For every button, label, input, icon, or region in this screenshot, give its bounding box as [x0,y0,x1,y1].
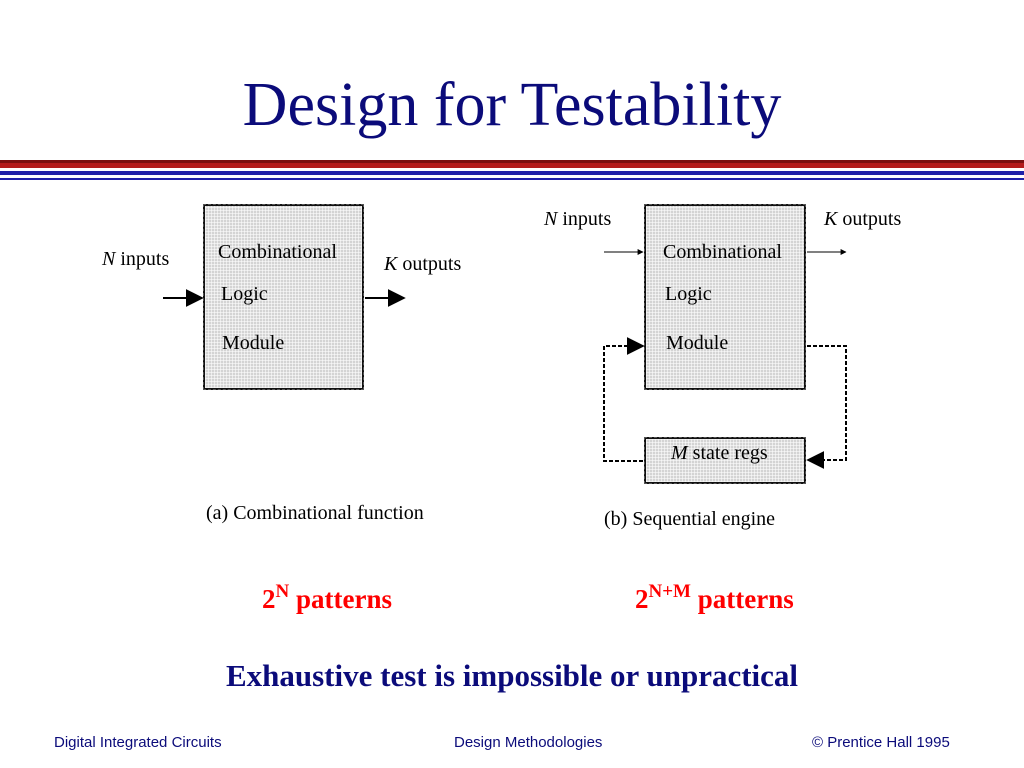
block-a-line2: Logic [221,283,268,305]
caption-b: (b) Sequential engine [604,508,776,530]
inputs-var-b: N [544,208,558,230]
outputs-label-b: K outputs [824,209,901,229]
combinational-logic-block-a [203,204,364,390]
patterns-a-base: 2 [262,584,276,614]
inputs-text-b: inputs [562,208,612,230]
state-text: state regs [692,442,768,464]
block-a-line1: Combinational [218,241,337,263]
outputs-text-b: outputs [842,208,902,230]
block-b-line3: Module [666,332,729,354]
title-rule-gap [0,168,1024,171]
inputs-label-b: N inputs [544,209,611,229]
patterns-count-a: 2N patterns [262,582,392,614]
inputs-var-a: N [102,248,116,270]
state-registers-block [644,437,806,484]
present-state-wire [603,337,645,462]
next-state-wire [806,345,847,469]
footer-center: Design Methodologies [454,734,603,751]
outputs-label-a: K outputs [384,254,461,274]
block-b-line2: Logic [665,283,712,305]
title-rule-blue [0,171,1024,175]
inputs-label-a: N inputs [102,249,169,269]
patterns-b-exponent: N+M [648,581,691,602]
title-rule-red [0,160,1024,168]
patterns-a-exponent: N [275,581,290,602]
patterns-count-b: 2N+M patterns [635,582,794,614]
state-regs-label: M state regs [671,443,768,463]
combinational-logic-block-b [644,204,806,390]
patterns-b-base: 2 [635,584,649,614]
inputs-text-a: inputs [120,248,170,270]
block-b-line1: Combinational [663,241,782,263]
title-rule-blue-thin [0,178,1024,180]
block-a-line3: Module [222,332,285,354]
patterns-a-text: patterns [295,584,392,614]
caption-a: (a) Combinational function [206,502,424,524]
outputs-text-a: outputs [402,253,462,275]
footer-left: Digital Integrated Circuits [54,734,222,751]
outputs-var-a: K [384,253,398,275]
patterns-b-text: patterns [697,584,794,614]
footer-right: © Prentice Hall 1995 [812,734,950,751]
slide-title: Design for Testability [242,71,782,139]
conclusion-text: Exhaustive test is impossible or unpract… [225,658,799,693]
outputs-var-b: K [824,208,838,230]
state-var: M [671,442,688,464]
